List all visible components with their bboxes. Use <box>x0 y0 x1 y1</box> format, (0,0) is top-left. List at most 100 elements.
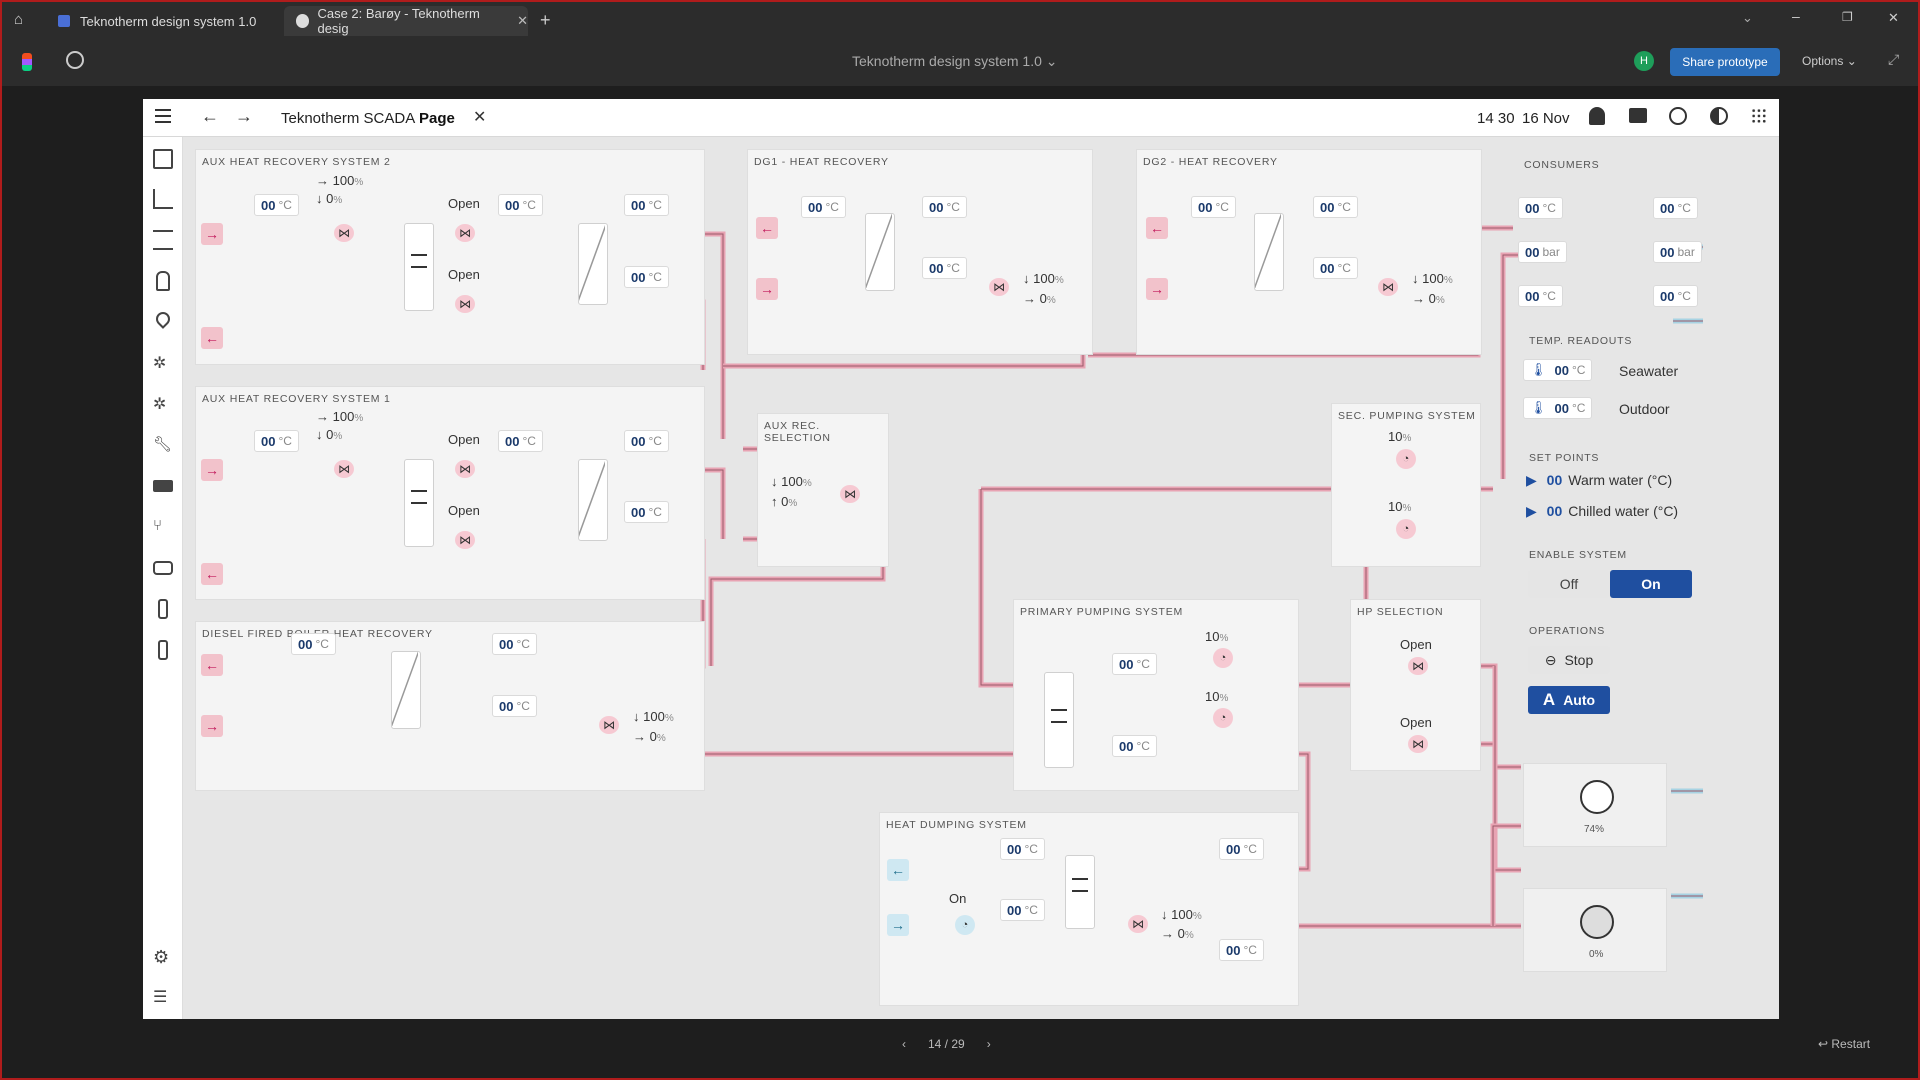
theme-icon[interactable] <box>1710 107 1728 125</box>
inlet-arrow-button[interactable]: → <box>201 459 223 481</box>
restart-button[interactable]: ↩ Restart <box>1818 1037 1871 1051</box>
two-way-valve-icon[interactable]: ⋈ <box>455 295 475 313</box>
heat-exchanger[interactable] <box>404 459 434 547</box>
sort-filter-icon[interactable]: ☰ <box>153 989 168 1006</box>
heat-exchanger[interactable] <box>1065 855 1095 929</box>
three-way-valve-icon[interactable]: ⋈ <box>334 460 354 478</box>
cylinder-1-icon[interactable] <box>158 599 168 619</box>
three-way-valve-icon[interactable]: ⋈ <box>1128 915 1148 933</box>
plate-heat-exchanger[interactable] <box>578 459 608 541</box>
consumer-unit-2[interactable]: 0% <box>1523 888 1667 972</box>
close-icon[interactable]: ✕ <box>517 13 528 28</box>
chevron-right-icon[interactable]: › <box>986 1037 991 1051</box>
valve-open-pct: → 0% <box>633 729 666 744</box>
vehicle-icon[interactable] <box>153 561 173 575</box>
share-prototype-button[interactable]: Share prototype <box>1670 48 1780 76</box>
comment-icon[interactable] <box>66 51 84 69</box>
options-button[interactable]: Options ⌄ <box>1802 54 1857 68</box>
fan-icon[interactable]: ✲ <box>153 355 167 372</box>
panel-title: DG1 - HEAT RECOVERY <box>754 156 889 168</box>
chevron-left-icon[interactable]: ‹ <box>902 1037 906 1051</box>
on-toggle-button[interactable]: On <box>1610 570 1692 598</box>
dashboard-icon[interactable] <box>153 149 173 169</box>
outlet-arrow-button[interactable]: ← <box>1146 217 1168 239</box>
plate-heat-exchanger[interactable] <box>865 213 895 291</box>
outlet-arrow-button[interactable]: ← <box>887 859 909 881</box>
trend-chart-icon[interactable] <box>153 189 173 209</box>
chat-icon[interactable] <box>1629 108 1647 123</box>
tab-case-2[interactable]: Case 2: Barøy - Teknotherm desig ✕ <box>284 6 528 36</box>
cylinder-2-icon[interactable] <box>158 640 168 660</box>
valve-status: Open <box>1400 637 1432 652</box>
close-window-icon[interactable]: ✕ <box>1888 10 1899 25</box>
two-way-valve-icon[interactable]: ⋈ <box>455 531 475 549</box>
temp-readout: 00°C <box>498 194 543 216</box>
plate-heat-exchanger[interactable] <box>391 651 421 729</box>
temp-readout: 00°C <box>1313 196 1358 218</box>
three-way-valve-icon[interactable]: ⋈ <box>334 224 354 242</box>
outlet-arrow-button[interactable]: ← <box>201 327 223 349</box>
three-way-valve-icon[interactable]: ⋈ <box>840 485 860 503</box>
drop-icon[interactable] <box>153 309 173 329</box>
user-icon[interactable] <box>1669 107 1687 125</box>
stop-button[interactable]: ⊖Stop <box>1528 646 1610 674</box>
list-icon[interactable] <box>153 230 173 250</box>
two-way-valve-icon[interactable]: ⋈ <box>1408 735 1428 753</box>
pump-speed-pct: 10% <box>1205 629 1229 644</box>
tank-icon[interactable] <box>156 271 170 291</box>
circulation-pump-icon[interactable]: ◔ <box>1396 519 1416 539</box>
inlet-arrow-button[interactable]: → <box>1146 278 1168 300</box>
menu-icon[interactable] <box>155 109 171 123</box>
figma-file-icon <box>58 15 70 27</box>
inlet-arrow-button[interactable]: → <box>887 914 909 936</box>
circulation-pump-icon[interactable]: ◔ <box>1396 449 1416 469</box>
apps-grid-icon[interactable] <box>1751 108 1767 124</box>
temp-readout: 00°C <box>624 430 669 452</box>
expand-icon[interactable]: ⤢ <box>1888 51 1900 67</box>
file-title[interactable]: Teknotherm design system 1.0 ⌄ <box>852 53 1058 69</box>
consumer-unit-1[interactable]: 74% <box>1523 763 1667 847</box>
panel-title: DG2 - HEAT RECOVERY <box>1143 156 1278 168</box>
figma-logo-icon[interactable] <box>22 53 32 71</box>
outlet-arrow-button[interactable]: ← <box>201 654 223 676</box>
off-toggle-button[interactable]: Off <box>1528 570 1610 598</box>
circulation-pump-icon[interactable]: ◔ <box>1213 708 1233 728</box>
circulation-pump-icon[interactable]: ◔ <box>1213 648 1233 668</box>
forward-arrow-icon[interactable]: → <box>235 106 253 126</box>
inlet-arrow-button[interactable]: → <box>756 278 778 300</box>
galley-icon[interactable]: ⑂ <box>153 517 163 534</box>
chevron-down-icon[interactable]: ⌄ <box>1742 10 1753 25</box>
minimize-icon[interactable]: – <box>1792 8 1800 24</box>
seawater-pump-icon[interactable]: ◔ <box>955 915 975 935</box>
new-tab-icon[interactable]: + <box>540 10 551 30</box>
heat-exchanger[interactable] <box>404 223 434 311</box>
restore-icon[interactable]: ❐ <box>1842 10 1853 24</box>
inlet-arrow-button[interactable]: → <box>201 715 223 737</box>
pin-off-icon[interactable]: ✕ <box>473 109 487 126</box>
tab-design-system[interactable]: Teknotherm design system 1.0 <box>46 6 286 36</box>
wrench-icon[interactable]: 🔧︎ <box>153 436 173 453</box>
two-way-valve-icon[interactable]: ⋈ <box>455 224 475 242</box>
back-arrow-icon[interactable]: ← <box>201 106 219 126</box>
avatar[interactable]: H <box>1634 51 1654 71</box>
fan-alt-icon[interactable]: ✲ <box>153 396 167 413</box>
plate-heat-exchanger[interactable] <box>578 223 608 305</box>
home-icon[interactable]: ⌂ <box>14 11 24 28</box>
engine-icon[interactable] <box>153 480 173 492</box>
settings-icon[interactable]: ⚙ <box>153 947 170 967</box>
heat-exchanger[interactable] <box>1044 672 1074 768</box>
three-way-valve-icon[interactable]: ⋈ <box>1378 278 1398 296</box>
outlet-arrow-button[interactable]: ← <box>201 563 223 585</box>
two-way-valve-icon[interactable]: ⋈ <box>1408 657 1428 675</box>
three-way-valve-icon[interactable]: ⋈ <box>599 716 619 734</box>
three-way-valve-icon[interactable]: ⋈ <box>989 278 1009 296</box>
inlet-arrow-button[interactable]: → <box>201 223 223 245</box>
bell-icon[interactable] <box>1589 107 1605 125</box>
plate-heat-exchanger[interactable] <box>1254 213 1284 291</box>
stop-circle-icon: ⊖ <box>1544 651 1557 668</box>
outlet-arrow-button[interactable]: ← <box>756 217 778 239</box>
two-way-valve-icon[interactable]: ⋈ <box>455 460 475 478</box>
